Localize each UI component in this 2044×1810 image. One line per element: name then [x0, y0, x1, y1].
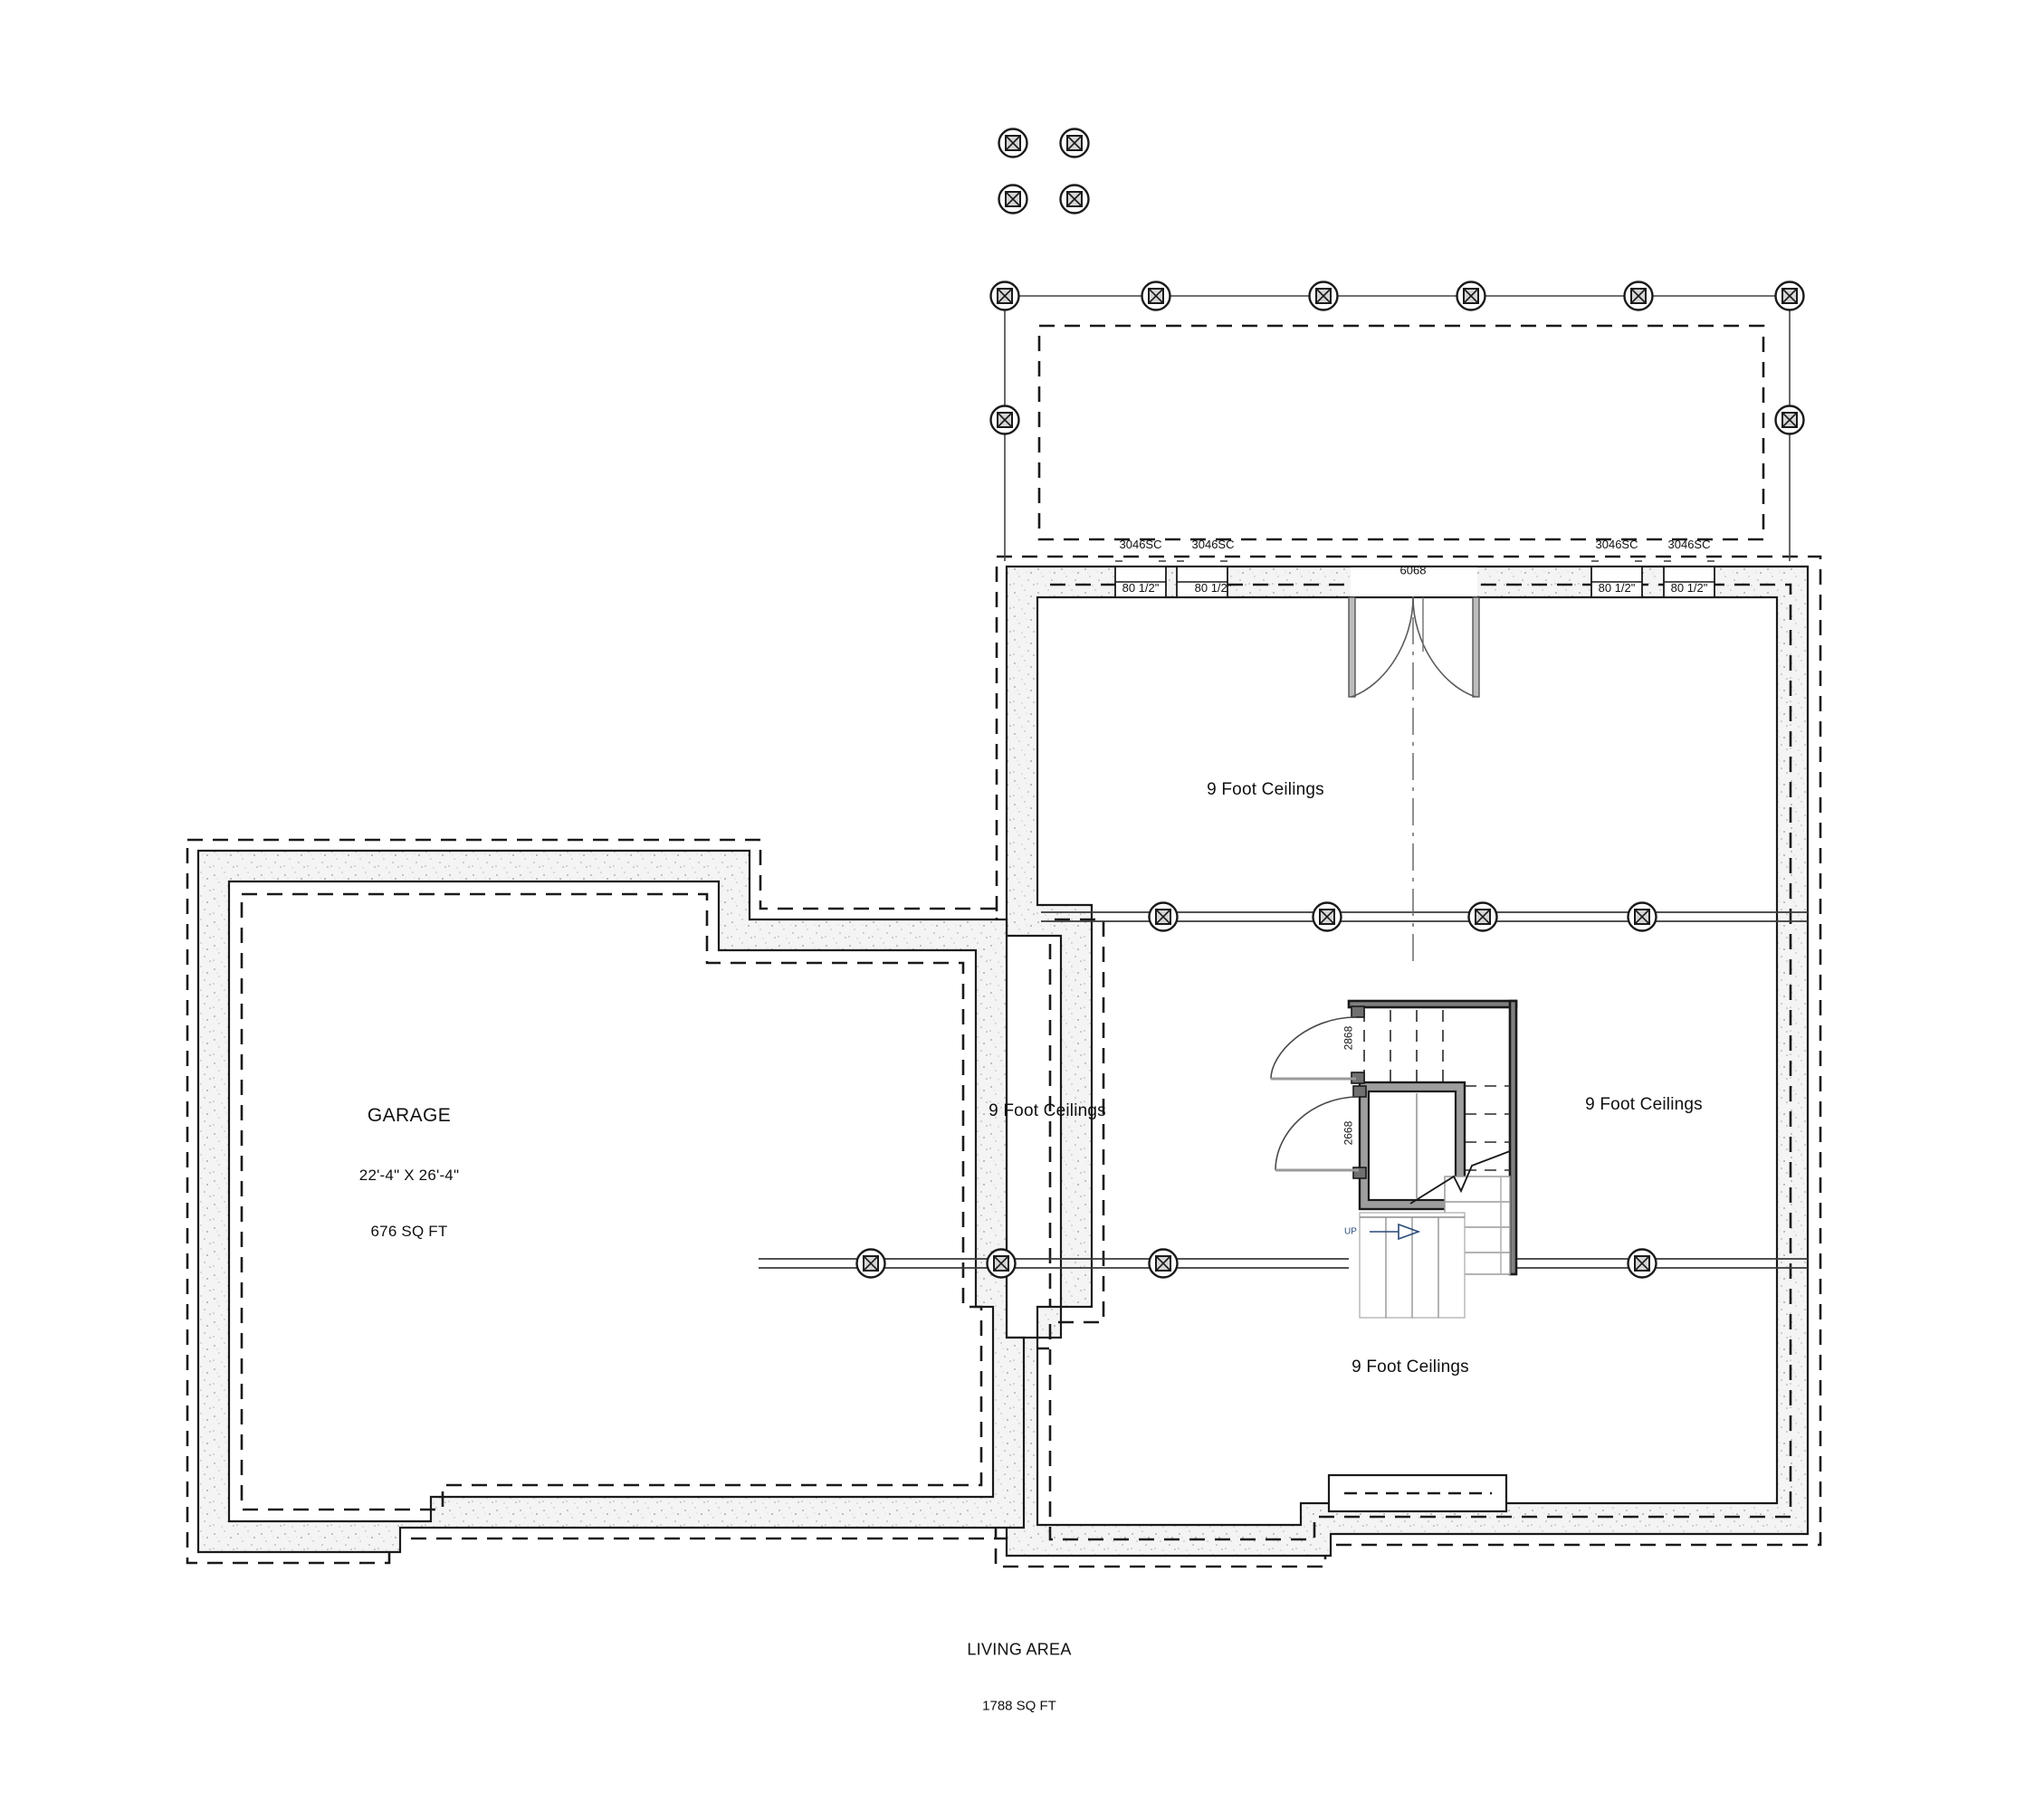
living-area-label: LIVING AREA: [967, 1640, 1072, 1659]
living-area-summary: LIVING AREA 1788 SQ FT: [967, 1602, 1071, 1751]
window-tag-4-height: 80 1/2": [1670, 581, 1708, 595]
foundation-wall-garage: [196, 849, 1026, 1554]
pier-symbols-porch: [989, 281, 1805, 435]
rear-wall-openings: [1114, 567, 1715, 596]
inner-footing-line-main: [1048, 583, 1792, 1541]
foundation-wall-main: [1005, 565, 1810, 1558]
window-well-bumpout: [1327, 1473, 1508, 1513]
window-tag-2: 3046SC 80 1/2": [1192, 508, 1235, 625]
garage-area: 676 SQ FT: [370, 1223, 448, 1241]
door-tag-2668-wrap: 2668: [1337, 1089, 1361, 1176]
door-tag-2868-wrap: 2868: [1337, 994, 1361, 1081]
window-tag-1-size: 3046SC: [1119, 537, 1162, 551]
door-tag-2868: 2868: [1342, 1025, 1355, 1051]
door-tag-2668: 2668: [1342, 1120, 1355, 1146]
rear-porch-slab-dashed: [1037, 324, 1765, 541]
ceiling-note-upper: 9 Foot Ceilings: [1207, 779, 1324, 799]
window-tag-3-height: 80 1/2": [1598, 581, 1636, 595]
window-tag-1-height: 80 1/2": [1122, 581, 1160, 595]
window-tag-1: 3046SC 80 1/2": [1120, 508, 1162, 625]
ceiling-note-lower: 9 Foot Ceilings: [1352, 1357, 1469, 1377]
window-tag-4: 3046SC 80 1/2": [1668, 508, 1711, 625]
garage-dimensions: 22'-4" X 26'-4": [358, 1166, 460, 1184]
living-area-value: 1788 SQ FT: [982, 1698, 1056, 1714]
window-tag-3-size: 3046SC: [1595, 537, 1638, 551]
window-tag-2-height: 80 1/2": [1194, 581, 1232, 595]
entry-door-6068: [1348, 596, 1480, 698]
inner-footing-line-garage: [240, 892, 983, 1511]
stair-core: [1270, 999, 1518, 1319]
door-tag-6068: 6068: [1399, 563, 1427, 577]
pier-symbols-legend: [998, 128, 1090, 214]
room-label-garage: GARAGE 22'-4" X 26'-4" 676 SQ FT: [359, 1067, 459, 1279]
pier-symbols-beam-upper: [1148, 901, 1657, 932]
window-tag-4-size: 3046SC: [1667, 537, 1711, 551]
stair-up-arrow: [1370, 1223, 1421, 1241]
window-tag-2-size: 3046SC: [1191, 537, 1235, 551]
stair-up-label: UP: [1344, 1226, 1357, 1237]
garage-name: GARAGE: [367, 1104, 452, 1126]
ceiling-note-left: 9 Foot Ceilings: [989, 1100, 1106, 1120]
window-tag-3: 3046SC 80 1/2": [1596, 508, 1638, 625]
ceiling-note-right: 9 Foot Ceilings: [1585, 1094, 1703, 1114]
